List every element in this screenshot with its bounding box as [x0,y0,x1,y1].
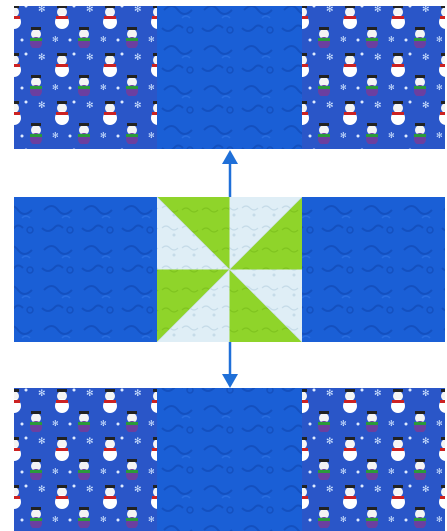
arrow-up-icon [222,150,238,197]
snowman-print-block [302,388,445,531]
blue-swirl-block [302,197,445,342]
bottom-row [14,388,445,531]
pinwheel-block [157,197,302,342]
blue-swirl-block [157,388,302,531]
middle-row [14,197,445,342]
arrow-down-icon [222,342,238,388]
blue-swirl-block [157,6,302,149]
snowman-print-block [14,6,157,149]
blue-swirl-block [14,197,157,342]
snowman-print-block [302,6,445,149]
top-row [14,6,445,149]
snowman-print-block [14,388,157,531]
